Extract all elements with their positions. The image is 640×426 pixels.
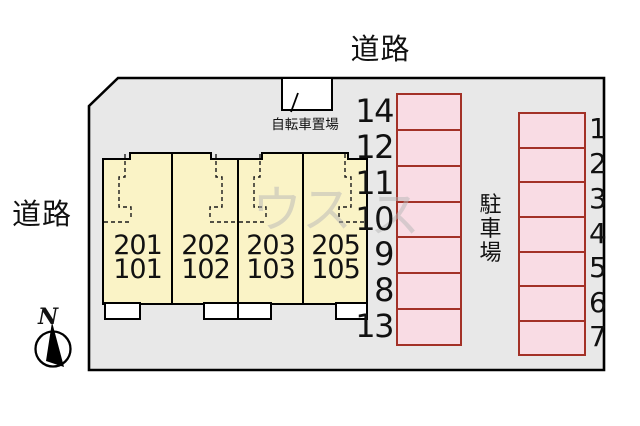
parking-space-label-1: 1 [589,112,607,145]
compass-needle-icon [46,322,64,367]
parking-space-11 [396,165,462,203]
unit-upper-number: 201 [113,230,163,261]
parking-space-label-10: 10 [355,200,394,238]
bicycle-parking-label: 自転車置場 [271,117,339,133]
parking-space-label-14: 14 [355,92,394,130]
unit-lower-number: 103 [246,254,296,285]
unit-upper-number: 205 [311,230,361,261]
entrance-porch-203 [237,302,272,320]
bicycle-parking-rect [281,77,333,111]
parking-space-label-11: 11 [355,164,394,202]
parking-space-label-12: 12 [355,128,394,166]
parking-space-7 [518,320,586,356]
parking-space-label-4: 4 [589,217,607,250]
parking-space-8 [396,272,462,310]
unit-label-203-103: 203 103 [238,232,303,285]
parking-space-label-8: 8 [374,271,394,309]
parking-space-13 [396,308,462,346]
entrance-porch-205 [335,302,368,320]
parking-space-label-6: 6 [589,286,607,319]
entrance-porch-201 [104,302,141,320]
parking-lot-label: 駐車場 [479,193,502,266]
unit-upper-number: 203 [246,230,296,261]
parking-space-9 [396,236,462,274]
parking-space-5 [518,251,586,287]
parking-space-3 [518,181,586,218]
unit-201-stairs-dashed [104,154,132,223]
unit-label-202-102: 202 102 [173,232,238,285]
parking-space-label-9: 9 [374,235,394,273]
unit-label-205-105: 205 105 [303,232,368,285]
road-label-top: 道路 [350,32,411,66]
parking-space-2 [518,147,586,183]
unit-upper-number: 202 [181,230,231,261]
north-label: N [38,304,59,330]
parking-space-12 [396,129,462,167]
parking-space-label-13: 13 [355,307,394,345]
road-label-left: 道路 [12,197,73,231]
unit-202-stairs-dashed [209,154,237,223]
entrance-porch-202 [203,302,239,320]
parking-space-label-3: 3 [589,182,607,215]
unit-label-201-101: 201 101 [105,232,170,285]
parking-space-6 [518,285,586,322]
bicycle-leader-line [290,92,299,113]
parking-space-label-7: 7 [589,320,607,353]
unit-205-stairs-dashed [338,154,366,223]
unit-lower-number: 105 [311,254,361,285]
unit-203-stairs-dashed [239,154,267,223]
watermark-fragment: ウ [252,181,302,239]
parking-space-4 [518,216,586,253]
unit-lower-number: 102 [181,254,231,285]
parking-space-1 [518,112,586,149]
watermark-fragment: ス [370,186,420,244]
watermark-fragment: ス [302,181,352,239]
parking-space-label-2: 2 [589,147,607,180]
unit-lower-number: 101 [113,254,163,285]
parking-space-label-5: 5 [589,251,607,284]
parking-space-14 [396,93,462,131]
